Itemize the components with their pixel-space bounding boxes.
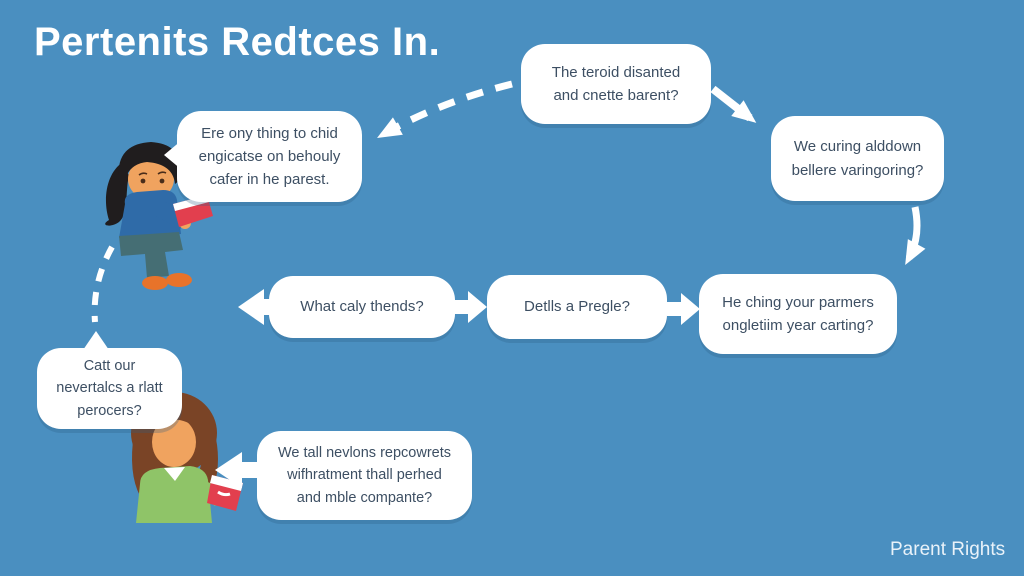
bubble-text: ongletiim year carting? [722,317,874,334]
speech-bubble-top-right: We curing alddown bellere varingoring? [771,116,944,201]
speech-bubble-left: Ere ony thing to chid engicatse on behou… [177,111,362,202]
bubble-text: Ere ony thing to chid [201,124,338,142]
arrow-down-icon [905,206,926,266]
speech-bubble-mid-left: What caly thends? [269,276,455,338]
bubble-text: Catt our [83,357,136,374]
bubble-text: and cnette barent? [553,87,679,104]
bubble-text: bellere varingoring? [791,161,924,179]
speech-bubble-mid-center: Detlls a Pregle? [487,275,667,339]
bubble-text: and mble compante? [296,489,433,506]
bubble-text: perocers? [77,402,142,419]
bubble-text: Detlls a Pregle? [524,298,630,316]
bubble-text: We curing alddown [793,138,922,156]
bubble-text: engicatse on behouly [198,147,341,165]
block-arrow-right-icon [455,291,487,323]
page-title: Pertenits Redtces In. [34,20,441,64]
bubble-text: What caly thends? [300,298,424,316]
speech-bubble-bottom-center: We tall nevlons repcowrets wifhratment t… [257,431,472,520]
speech-bubble-mid-right: He ching your parmers ongletiim year car… [699,274,897,354]
arrow-down-right-icon [710,85,757,123]
speech-bubble-top-center: The teroid disanted and cnette barent? [521,44,711,124]
watermark-parent-rights: Parent Rights [890,539,1006,560]
bubble-text: wifhratment thall perhed [287,467,442,484]
block-arrow-right-icon [667,293,700,325]
bubble-text: The teroid disanted [551,63,681,81]
dashed-curved-arrow-icon [377,80,513,138]
bubble-text: cafer in he parest. [209,171,330,189]
child-reading-illustration [85,132,215,292]
bubble-text: He ching your parmers [722,293,874,311]
child-reading-icon [105,142,213,290]
bubble-text: We tall nevlons repcowrets [277,444,451,461]
speech-bubble-bottom-left: Catt our nevertalcs a rlatt perocers? [37,348,182,429]
bubble-text: nevertalcs a rlatt [56,380,163,397]
